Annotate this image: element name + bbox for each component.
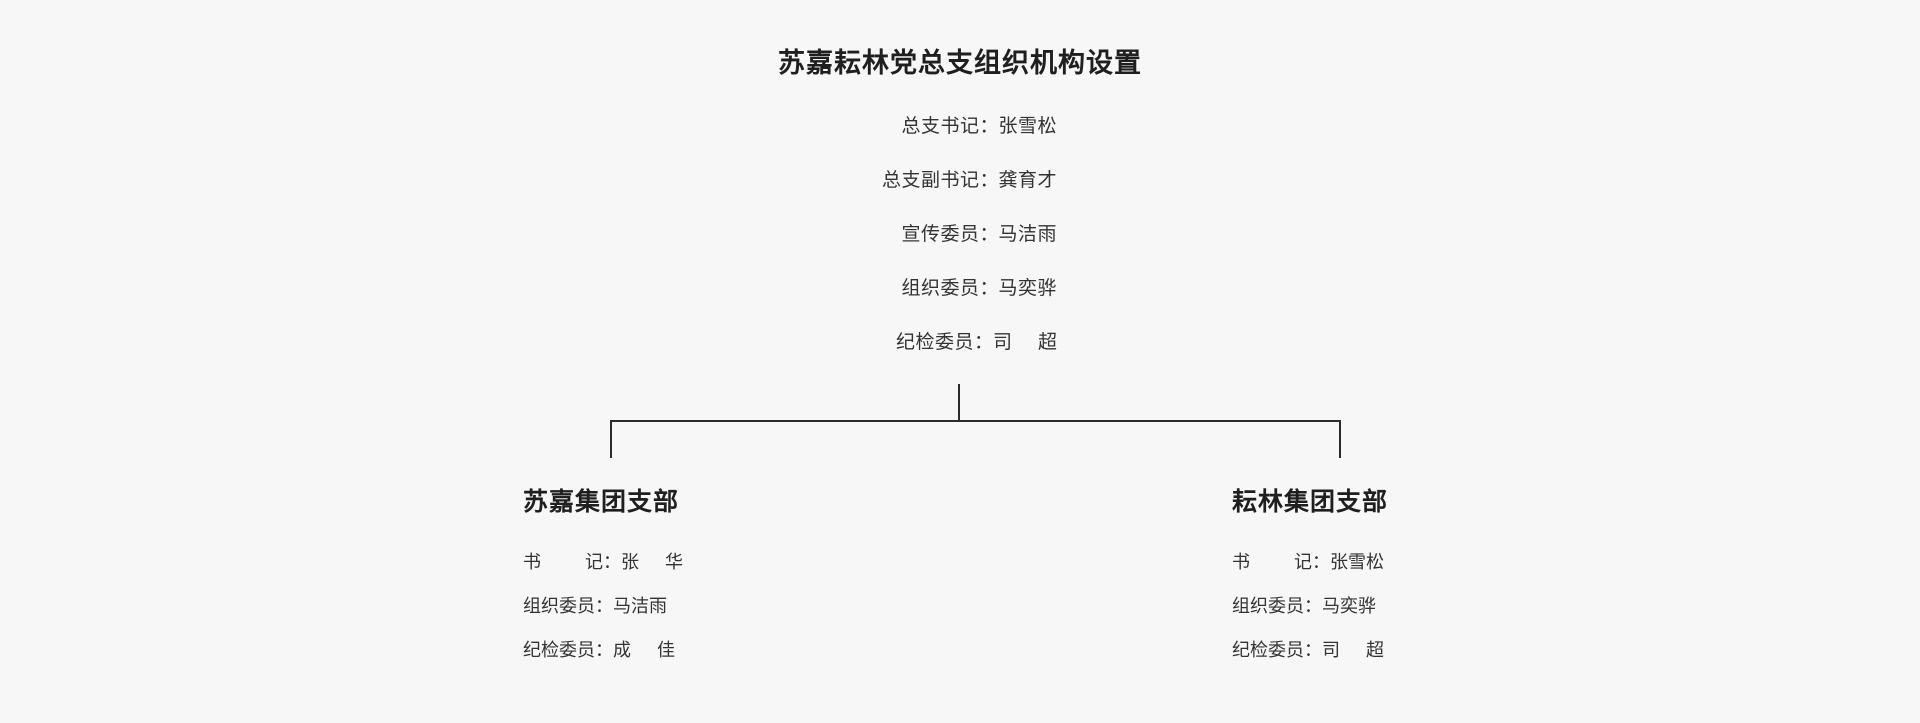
branch-person-givenname: 超	[1366, 640, 1384, 660]
branch-role-char-2: 记	[585, 552, 603, 572]
root-colon: ：	[979, 170, 999, 191]
branch-role-label: 书记	[1232, 540, 1312, 584]
root-row-publicity-member: 宣传委员：马洁雨	[0, 208, 1057, 262]
branch-person-name: 司超	[1322, 628, 1384, 672]
branch-colon: ：	[595, 640, 613, 660]
root-person-givenname: 超	[1037, 332, 1057, 353]
root-role-label: 组织委员	[901, 278, 980, 299]
branch-colon: ：	[1312, 552, 1330, 572]
root-colon: ：	[979, 278, 999, 299]
root-leadership-block: 总支书记：张雪松 总支副书记：龚育才 宣传委员：马洁雨 组织委员：马奕骅 纪检委…	[0, 100, 1057, 370]
branch-title: 苏嘉集团支部	[523, 488, 680, 516]
branch-person-givenname: 佳	[657, 640, 675, 660]
branch-colon: ：	[603, 552, 621, 572]
branch-role-label: 书记	[523, 540, 603, 584]
root-role-label: 总支副书记	[881, 170, 980, 191]
branch-yunlin: 耘林集团支部 书记：张雪松 组织委员：马奕骅 纪检委员：司超	[1232, 482, 1388, 672]
branch-row-discipline-member: 纪检委员：成佳	[523, 628, 683, 672]
branch-row-discipline-member: 纪检委员：司超	[1232, 628, 1388, 672]
branch-person-name: 马洁雨	[613, 596, 667, 616]
root-person-name: 马洁雨	[998, 224, 1057, 245]
root-row-general-secretary: 总支书记：张雪松	[0, 100, 1057, 154]
branch-person-name: 张雪松	[1330, 552, 1384, 572]
page-title: 苏嘉耘林党总支组织机构设置	[778, 48, 1142, 78]
branch-person-name: 张华	[621, 540, 683, 584]
root-colon: ：	[979, 116, 999, 137]
branch-role-label: 纪检委员	[1232, 640, 1304, 660]
branch-person-givenname: 华	[665, 552, 683, 572]
branch-sujia: 苏嘉集团支部 书记：张华 组织委员：马洁雨 纪检委员：成佳	[523, 482, 683, 672]
root-role-label: 纪检委员	[895, 332, 974, 353]
branch-role-label: 纪检委员	[523, 640, 595, 660]
branch-role-char-1: 书	[1232, 552, 1250, 572]
root-person-name: 马奕骅	[998, 278, 1057, 299]
branch-colon: ：	[595, 596, 613, 616]
branch-title: 耘林集团支部	[1232, 488, 1389, 516]
connector-stem-vertical	[958, 384, 960, 422]
branch-person-surname: 司	[1322, 640, 1340, 660]
branch-role-label: 组织委员	[523, 596, 595, 616]
branch-person-name: 马奕骅	[1322, 596, 1376, 616]
connector-horizontal-bar	[610, 420, 1341, 422]
root-person-name: 张雪松	[998, 116, 1057, 137]
branch-person-name: 成佳	[613, 628, 675, 672]
branch-row-organization-member: 组织委员：马奕骅	[1232, 584, 1388, 628]
root-person-surname: 司	[992, 332, 1012, 353]
root-row-deputy-secretary: 总支副书记：龚育才	[0, 154, 1057, 208]
branch-person-surname: 张	[621, 552, 639, 572]
branch-row-secretary: 书记：张雪松	[1232, 540, 1388, 584]
branch-row-secretary: 书记：张华	[523, 540, 683, 584]
root-person-name: 龚育才	[998, 170, 1057, 191]
branch-person-surname: 成	[613, 640, 631, 660]
branch-colon: ：	[1304, 596, 1322, 616]
connector-drop-right	[1339, 420, 1341, 458]
branch-colon: ：	[1304, 640, 1322, 660]
root-person-name: 司超	[993, 316, 1057, 370]
root-colon: ：	[973, 332, 993, 353]
root-role-label: 宣传委员	[901, 224, 980, 245]
connector-drop-left	[610, 420, 612, 458]
root-row-discipline-member: 纪检委员：司超	[0, 316, 1057, 370]
branch-row-organization-member: 组织委员：马洁雨	[523, 584, 683, 628]
branch-role-char-2: 记	[1294, 552, 1312, 572]
root-role-label: 总支书记	[901, 116, 980, 137]
root-colon: ：	[979, 224, 999, 245]
branch-role-label: 组织委员	[1232, 596, 1304, 616]
branch-role-char-1: 书	[523, 552, 541, 572]
root-row-organization-member: 组织委员：马奕骅	[0, 262, 1057, 316]
